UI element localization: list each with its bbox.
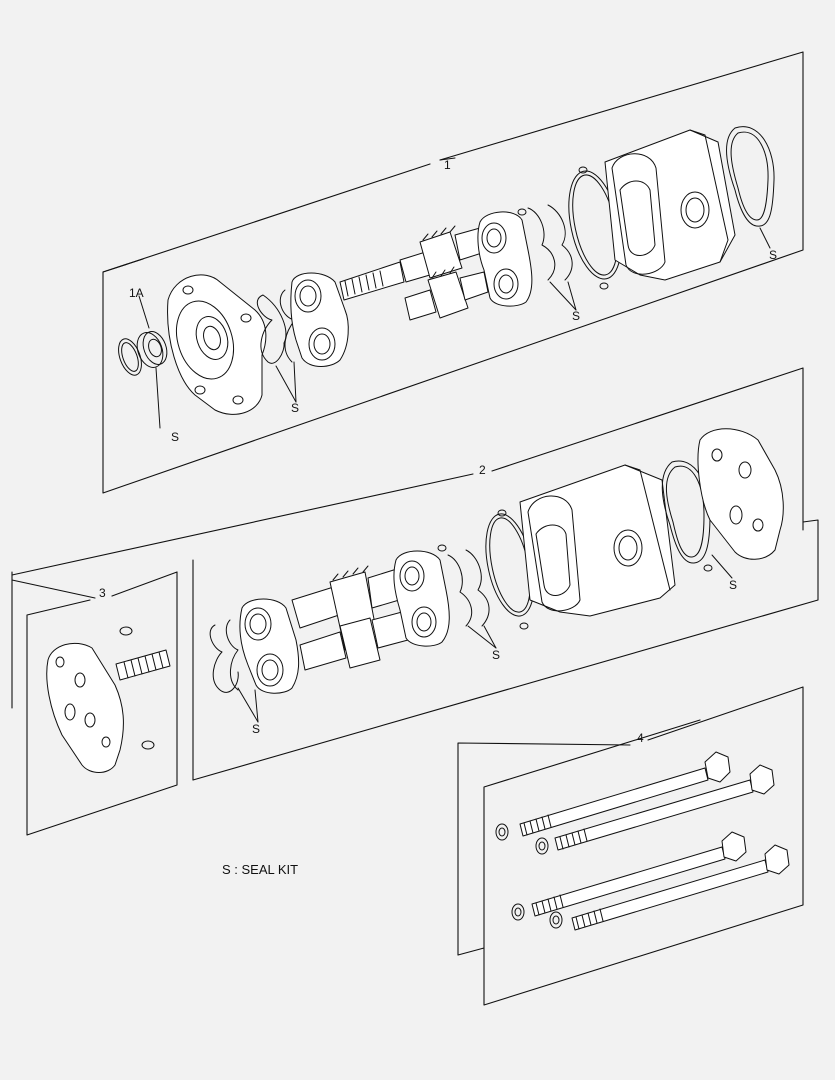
seal-ring-2a <box>209 624 239 693</box>
callout-seal-1a: S <box>171 430 180 444</box>
seal-ring-2c <box>447 554 473 627</box>
callout-seal-1c: S <box>572 309 581 323</box>
callout-part-1a: 1A <box>129 286 144 300</box>
rear-gasket-1 <box>726 126 775 227</box>
seal-ring-1c <box>527 207 556 281</box>
callout-seal-1d: S <box>769 248 778 262</box>
group-4-frame <box>457 686 804 1006</box>
callout-seal-2c: S <box>729 578 738 592</box>
seal-kit-legend: S : SEAL KIT <box>222 862 299 877</box>
end-cover-2 <box>697 428 784 572</box>
callout-group-1: 1 <box>444 158 451 172</box>
shaft-seal-1a <box>136 331 168 368</box>
group-3-parts <box>46 626 171 773</box>
callout-seal-2a: S <box>252 722 261 736</box>
bushing-block-rear <box>477 208 533 307</box>
seal-ring-1a <box>256 294 287 364</box>
tie-bolt-2 <box>535 764 775 855</box>
group-4-parts <box>495 751 790 931</box>
seal-ring-2d <box>465 549 490 627</box>
bushing-block-front <box>290 272 349 367</box>
callout-seal-2b: S <box>492 648 501 662</box>
end-cover-3 <box>46 642 124 773</box>
coupling-shaft <box>115 649 171 681</box>
driven-gear <box>404 266 489 321</box>
tie-bolt-3 <box>511 831 747 921</box>
seal-ring-1d <box>547 204 573 281</box>
callout-group-3: 3 <box>99 586 106 600</box>
callout-group-2: 2 <box>479 463 486 477</box>
snap-ring-1 <box>118 338 142 376</box>
tie-bolt-1 <box>495 751 731 841</box>
group-3-frame <box>11 571 178 836</box>
front-flange <box>167 274 267 415</box>
drive-shaft-gear <box>339 225 486 301</box>
group-2-parts <box>209 428 784 723</box>
callout-group-4: 4 <box>637 731 644 745</box>
group-1-frame <box>102 51 804 494</box>
pump-body-2 <box>519 464 676 617</box>
callout-seal-1b: S <box>291 401 300 415</box>
group-2-frame <box>11 367 819 781</box>
seal-ring-2b <box>225 619 239 691</box>
tie-bolt-4 <box>549 844 790 931</box>
bushing-block-2a <box>239 598 300 694</box>
group-1-parts <box>118 126 775 429</box>
pump-body-1 <box>604 129 736 281</box>
gear-set-2 <box>291 565 409 671</box>
bushing-block-2b <box>393 544 450 647</box>
